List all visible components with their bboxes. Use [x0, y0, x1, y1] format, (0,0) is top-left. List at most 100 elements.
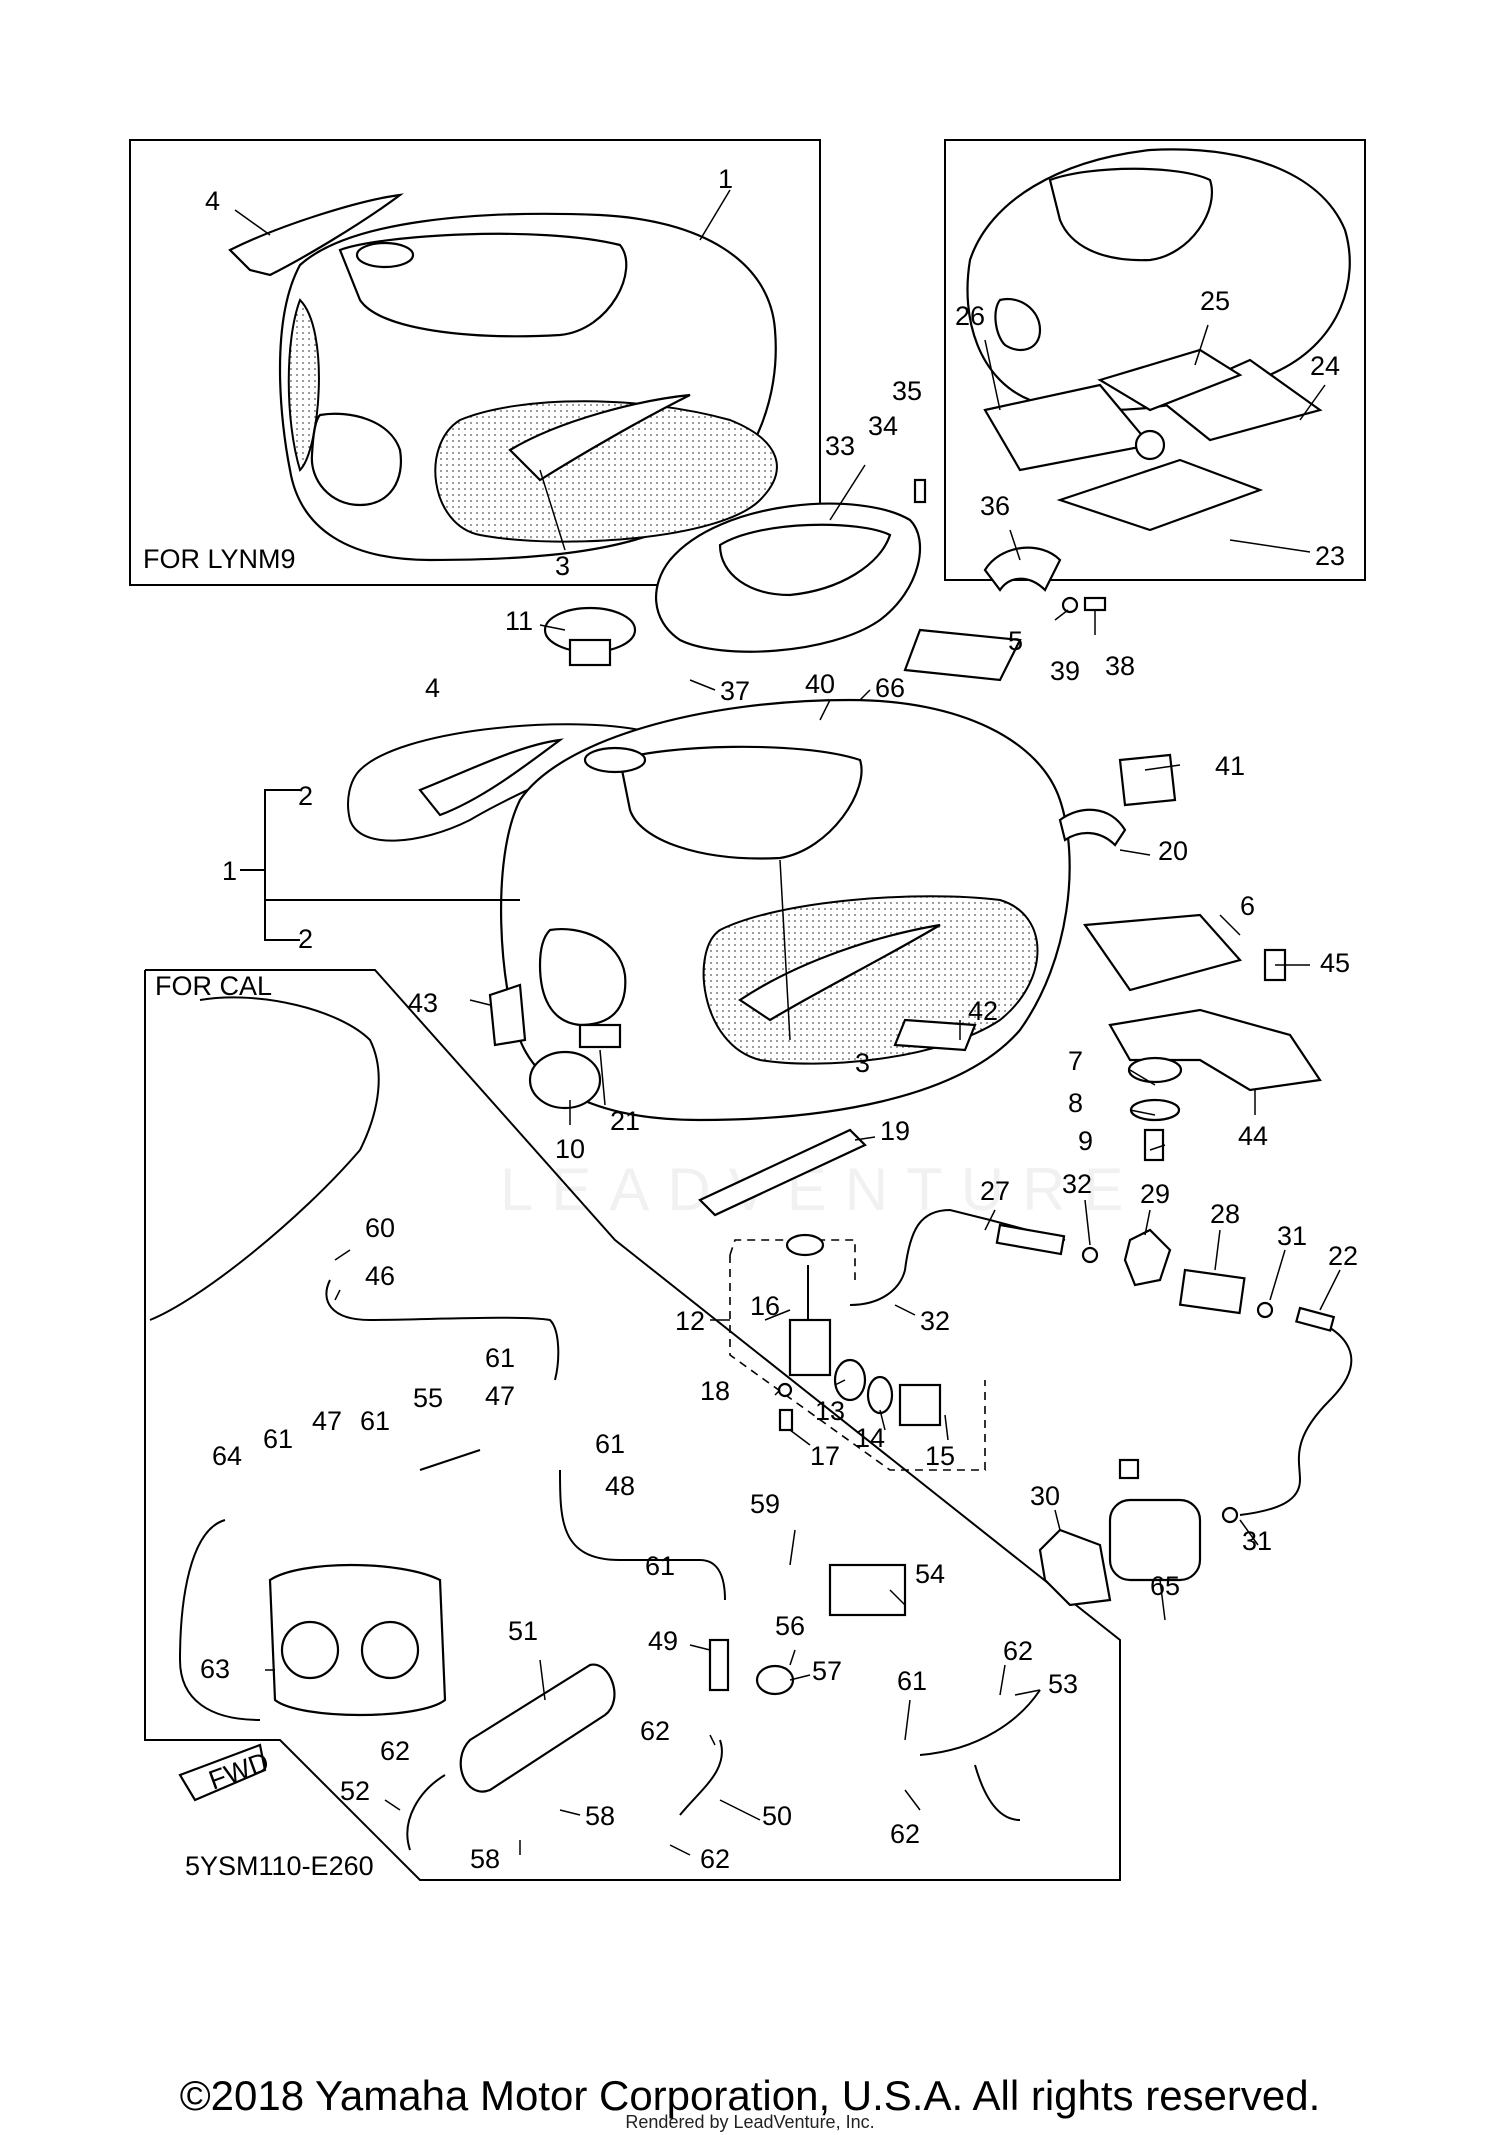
joint-29	[1123, 1228, 1172, 1287]
callout-61d: 61	[263, 1424, 293, 1454]
callout-3b: 3	[855, 1048, 870, 1078]
callout-45: 45	[1320, 948, 1350, 978]
bracket-30	[1038, 1528, 1112, 1607]
clamp-31-bottom	[1221, 1506, 1239, 1524]
callout-7: 7	[1068, 1046, 1083, 1076]
main-tank-assembly	[240, 698, 1071, 1122]
cal-inset: FOR CAL FWD	[144, 969, 1121, 1881]
clamp-31-top	[1256, 1301, 1274, 1319]
callout-27: 27	[980, 1176, 1010, 1206]
callout-65: 65	[1150, 1571, 1180, 1601]
hose-27	[849, 1208, 1066, 1306]
callout-66: 66	[875, 673, 905, 703]
callout-labels: 1 4 3 25 26 24 23 35 34 33 36 11 39 38 5…	[200, 164, 1358, 1874]
callout-52: 52	[340, 1776, 370, 1806]
callout-33: 33	[825, 431, 855, 461]
callout-50: 50	[762, 1801, 792, 1831]
callout-64: 64	[212, 1441, 242, 1471]
hose-48	[559, 1469, 726, 1601]
fuel-cock-16	[788, 1318, 832, 1377]
diagram-code: 5YSM110-E260	[185, 1851, 374, 1881]
damper-21	[578, 1023, 622, 1049]
hose-27-segment	[995, 1223, 1066, 1256]
fuel-cock-box	[729, 1255, 986, 1471]
callout-47b: 47	[312, 1406, 342, 1436]
holder-56	[755, 1664, 795, 1696]
hose-46	[325, 1279, 560, 1381]
bolt-38	[1083, 596, 1107, 612]
callout-18: 18	[700, 1376, 730, 1406]
badge-4-lynm9	[228, 193, 404, 277]
callout-62e: 62	[700, 1844, 730, 1874]
callout-60: 60	[365, 1213, 395, 1243]
tank-pad-opening	[1048, 167, 1213, 262]
callout-26: 26	[955, 301, 985, 331]
callout-2: 2	[298, 781, 313, 811]
leader-lines	[234, 189, 1341, 1856]
badge-4-main	[418, 738, 564, 817]
callout-19: 19	[880, 1116, 910, 1146]
callout-30: 30	[1030, 1481, 1060, 1511]
tank-emblem	[738, 923, 941, 1022]
callout-47: 47	[485, 1381, 515, 1411]
callout-38: 38	[1105, 651, 1135, 681]
callout-40: 40	[805, 669, 835, 699]
hose-50	[679, 1739, 723, 1816]
callout-61e: 61	[645, 1551, 675, 1581]
label-5	[903, 628, 1022, 682]
callout-37: 37	[720, 676, 750, 706]
pad-inset	[944, 139, 1366, 581]
callout-8: 8	[1068, 1088, 1083, 1118]
callout-24: 24	[1310, 351, 1340, 381]
fuel-cap-body	[568, 638, 612, 667]
hose-55	[419, 1449, 481, 1471]
callout-31b: 31	[1242, 1526, 1272, 1556]
clamp-32	[1081, 1246, 1099, 1264]
callout-32: 32	[1062, 1169, 1092, 1199]
bracket-1-2	[264, 789, 300, 941]
carb-throat-2	[360, 1620, 420, 1680]
pad-25	[1097, 348, 1243, 412]
collar-8	[1129, 1098, 1181, 1122]
callout-57: 57	[812, 1656, 842, 1686]
cal-box-label: FOR CAL	[155, 971, 272, 1001]
fuel-pump-65	[1108, 1498, 1202, 1582]
lynm9-inset: FOR LYNM9	[129, 139, 821, 586]
callout-6: 6	[1240, 891, 1255, 921]
callout-14: 14	[855, 1423, 885, 1453]
callout-53: 53	[1048, 1669, 1078, 1699]
label-41	[1118, 753, 1177, 807]
damper-19	[698, 1128, 867, 1217]
hose-53b	[974, 1764, 1021, 1821]
joint-49	[708, 1638, 730, 1692]
callout-44: 44	[1238, 1121, 1268, 1151]
callout-62b: 62	[640, 1716, 670, 1746]
callout-36: 36	[980, 491, 1010, 521]
filter-16	[785, 1233, 825, 1257]
carb-throat-1	[280, 1620, 340, 1680]
callout-4b: 4	[425, 673, 440, 703]
callout-13: 13	[815, 1396, 845, 1426]
callout-42: 42	[968, 996, 998, 1026]
tank-lynm9-emblem	[508, 393, 691, 482]
callout-49: 49	[648, 1626, 678, 1656]
damper-7	[1127, 1056, 1183, 1084]
callout-39: 39	[1050, 656, 1080, 686]
callout-22: 22	[1328, 1241, 1358, 1271]
tank-lynm9-side-panel	[434, 400, 778, 543]
washer-39	[1061, 596, 1079, 614]
callout-5: 5	[1008, 626, 1023, 656]
hose-22	[1239, 1314, 1353, 1516]
gasket-14	[866, 1375, 894, 1415]
callout-15: 15	[925, 1441, 955, 1471]
hose-64	[178, 1519, 261, 1721]
pad-center	[1134, 429, 1166, 461]
callout-29: 29	[1140, 1179, 1170, 1209]
damper-43	[488, 983, 527, 1047]
callout-62d: 62	[890, 1819, 920, 1849]
callout-55: 55	[413, 1383, 443, 1413]
callout-3: 3	[555, 551, 570, 581]
callout-2b: 2	[298, 924, 313, 954]
callout-1b: 1	[222, 856, 237, 886]
